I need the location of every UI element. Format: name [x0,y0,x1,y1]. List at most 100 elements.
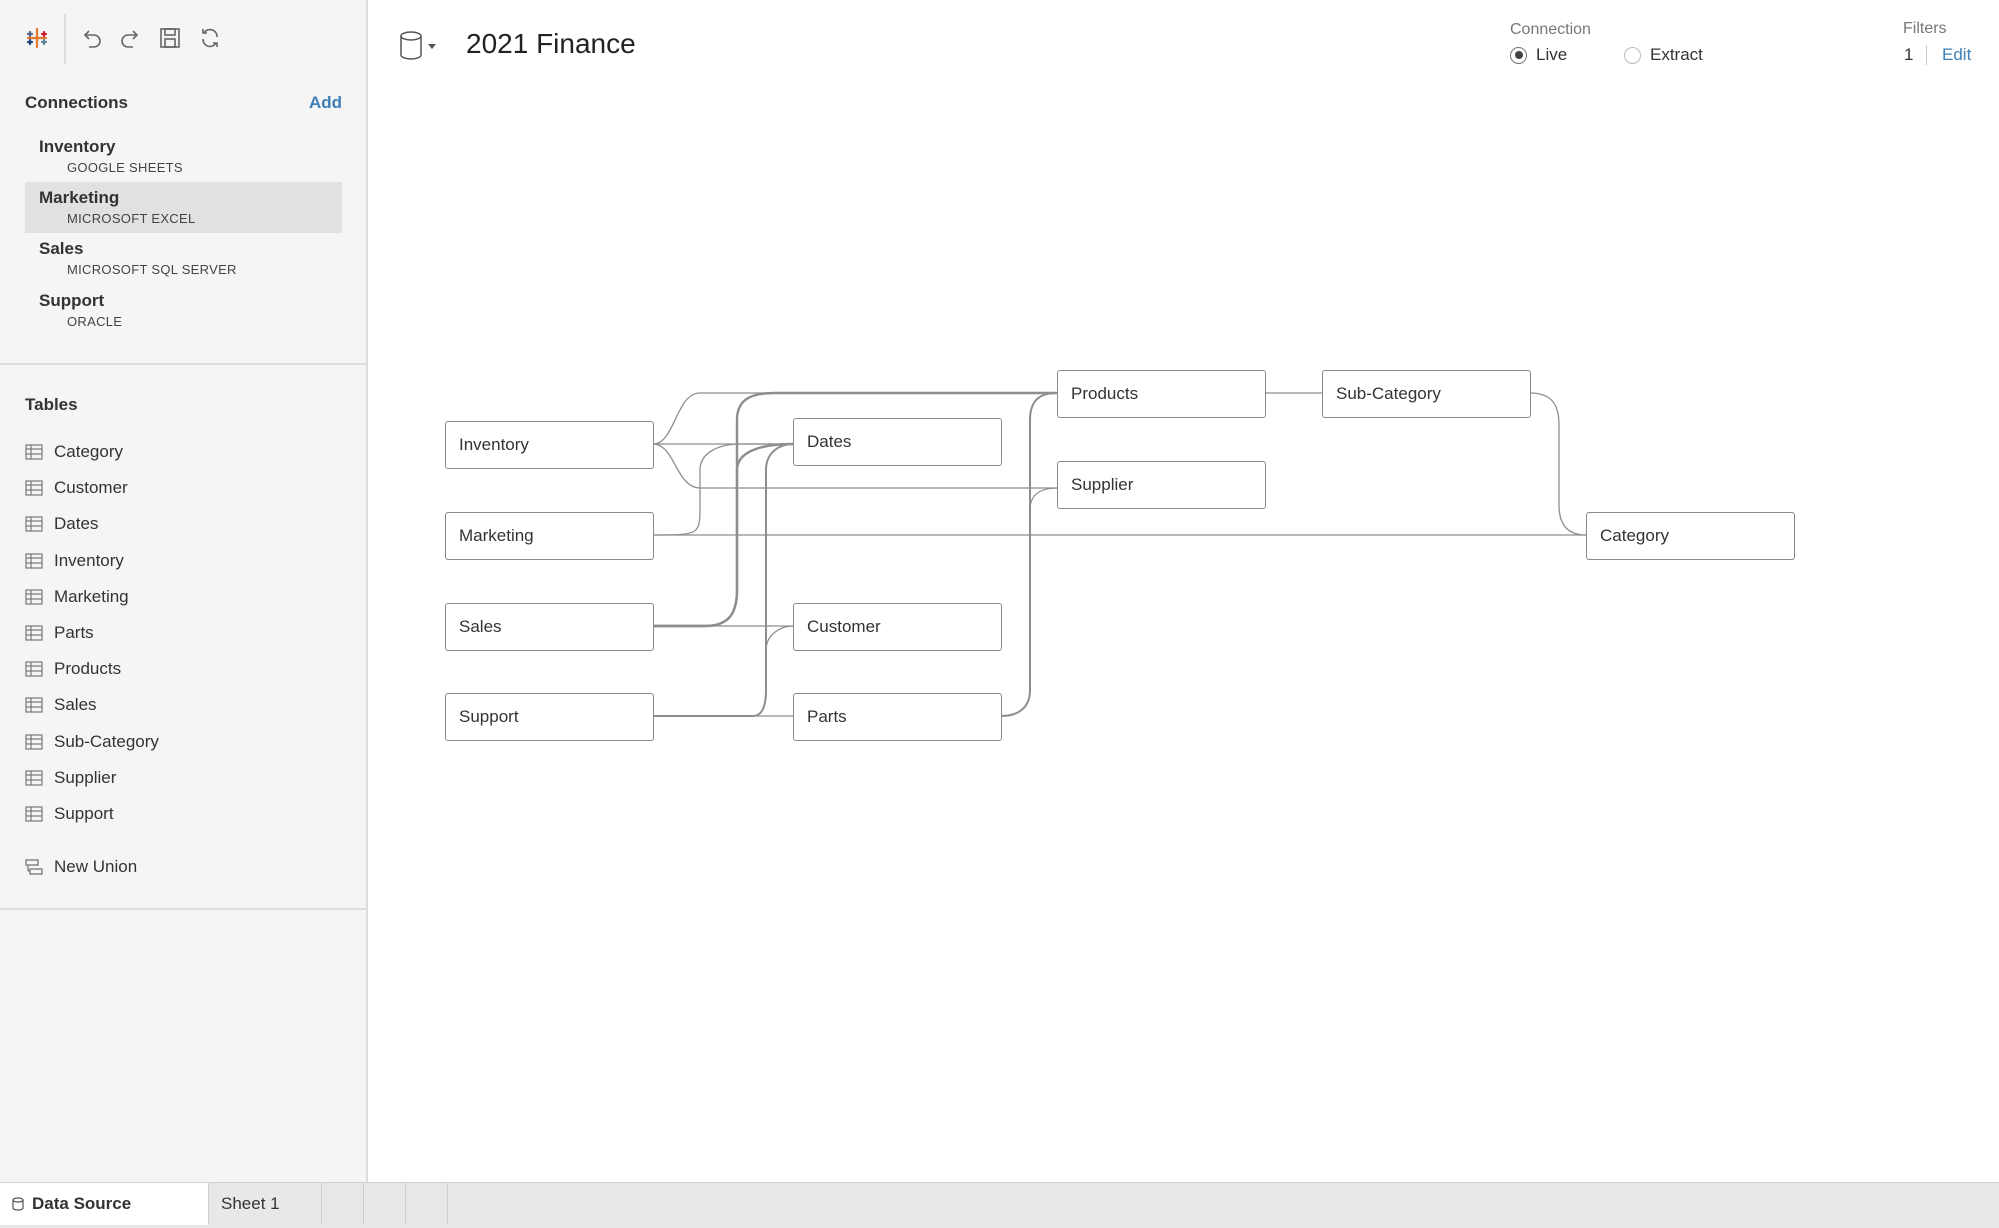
sheet-tab-bar: Data Source Sheet 1 [0,1182,1999,1228]
link-sales-dates [653,442,794,628]
canvas-table-customer[interactable]: Customer [793,603,1002,651]
table-item-label: Category [54,442,123,461]
table-item-label: Products [54,659,122,679]
table-item-parts[interactable]: Parts [25,619,325,647]
table-item-label: Support [54,804,114,823]
connection-name: Sales [39,239,84,258]
divider [0,363,368,365]
filters-divider [1926,45,1927,65]
table-item-dates[interactable]: Dates [25,510,325,538]
extract-radio[interactable]: Extract [1624,45,1703,65]
table-icon [25,552,43,569]
table-icon [25,770,43,786]
connections-title: Connections [25,93,128,112]
new-union-label: New Union [54,857,138,876]
canvas-table-products[interactable]: Products [1057,370,1266,418]
table-item-sales[interactable]: Sales [25,691,325,719]
datasource-title[interactable]: 2021 Finance [466,28,636,59]
table-item-label: Supplier [54,767,117,787]
tab-sheet-1-label: Sheet 1 [221,1194,280,1213]
table-icon [25,444,43,460]
tables-title: Tables [25,395,78,414]
link-marketing-dates [652,443,793,536]
connection-name: Marketing [39,188,120,207]
connection-mode-label: Connection [1510,21,1591,38]
table-item-customer[interactable]: Customer [25,474,325,502]
connection-item-inventory[interactable]: Inventory GOOGLE SHEETS [25,131,342,182]
new-dashboard-tab[interactable] [364,1183,406,1225]
filters-count: 1 [1904,45,1914,64]
table-item-label: Dates [54,514,99,534]
refresh-icon[interactable] [194,22,226,54]
connection-item-marketing[interactable]: Marketing MICROSOFT EXCEL [25,182,342,233]
table-item-supplier[interactable]: Supplier [25,764,325,792]
filters-label: Filters [1903,20,1947,37]
add-connection-link[interactable]: Add [309,93,343,112]
datasource-cylinder-icon[interactable] [398,30,440,67]
link-support-dates [653,443,794,717]
divider [0,908,368,910]
connection-item-sales[interactable]: Sales MICROSOFT SQL SERVER [25,233,342,284]
table-icon [25,806,43,822]
extract-radio-label: Extract [1650,45,1703,64]
radio-selected-icon [1510,46,1527,64]
table-icon [25,661,43,677]
connection-type: MICROSOFT EXCEL [67,211,196,226]
table-item-label: Inventory [54,550,124,570]
undo-icon[interactable] [76,22,108,54]
table-item-label: Sales [54,695,97,715]
new-worksheet-tab[interactable] [322,1183,364,1225]
datasource-tab-icon [12,1197,24,1211]
canvas-table-inventory[interactable]: Inventory [445,421,654,469]
tab-sheet-1[interactable]: Sheet 1 [209,1183,322,1225]
canvas-table-support[interactable]: Support [445,693,654,741]
canvas-table-supplier[interactable]: Supplier [1057,461,1266,509]
toolbar-divider [64,14,66,64]
table-item-label: Parts [54,623,94,642]
table-item-category[interactable]: Category [25,438,325,466]
table-item-inventory[interactable]: Inventory [25,547,325,575]
tableau-logo-icon[interactable] [21,22,53,54]
link-subcategory-category [1529,392,1587,536]
tab-data-source[interactable]: Data Source [0,1183,209,1225]
new-story-tab[interactable] [406,1183,448,1225]
save-icon[interactable] [154,22,186,54]
table-icon [25,697,43,713]
new-union-item[interactable]: New Union [25,853,325,881]
table-icon [25,480,43,496]
table-item-products[interactable]: Products [25,655,325,683]
table-item-label: Marketing [54,586,129,606]
table-icon [25,733,43,750]
table-icon [25,625,43,641]
connection-item-support[interactable]: Support ORACLE [25,285,342,336]
tab-data-source-label: Data Source [32,1194,132,1213]
redo-icon[interactable] [114,22,146,54]
table-item-marketing[interactable]: Marketing [25,583,325,611]
link-parts-supplier [1000,487,1058,717]
canvas-table-marketing[interactable]: Marketing [445,512,654,560]
left-sidebar: Connections Add Inventory GOOGLE SHEETS … [0,0,368,1182]
table-icon [25,516,43,532]
table-item-support[interactable]: Support [25,800,325,828]
canvas-table-sales[interactable]: Sales [445,603,654,651]
table-icon [25,589,43,605]
link-parts-products [1000,392,1058,717]
connection-type: ORACLE [67,314,123,329]
link-support-customer [653,625,794,717]
connection-type: GOOGLE SHEETS [67,160,183,175]
canvas-table-parts[interactable]: Parts [793,693,1002,741]
connection-type: MICROSOFT SQL SERVER [67,262,237,277]
filters-edit-link[interactable]: Edit [1942,45,1972,64]
connection-name: Inventory [39,137,116,156]
canvas-table-sub-category[interactable]: Sub-Category [1322,370,1531,418]
canvas-table-category[interactable]: Category [1586,512,1795,560]
table-item-sub-category[interactable]: Sub-Category [25,728,325,756]
live-radio-label: Live [1536,45,1568,64]
radio-unselected-icon [1624,46,1641,64]
canvas-table-dates[interactable]: Dates [793,418,1002,466]
toolbar [0,0,368,76]
union-icon [25,859,43,875]
table-item-label: Customer [54,478,128,498]
live-radio[interactable]: Live [1510,45,1567,65]
